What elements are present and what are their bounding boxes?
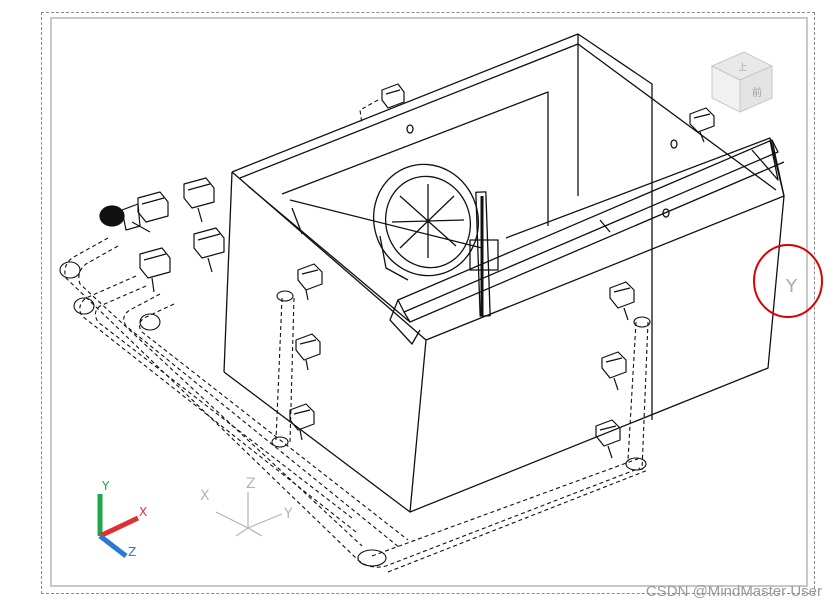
view-cube-top-label: 上 (738, 62, 747, 73)
watermark-text: CSDN @MindMaster User (645, 583, 822, 600)
ucs-x-label: X (139, 505, 147, 519)
drawing-paper-border (50, 17, 808, 587)
view-axis-y-label: Y (283, 506, 293, 522)
ucs-y-label: Y (101, 479, 110, 493)
ucs-icon: Y X Z (97, 479, 147, 559)
callout-axis-label: Y (785, 276, 798, 297)
ucs-z-label: Z (128, 545, 136, 559)
support-beam (389, 139, 785, 345)
piping-loops (64, 99, 649, 573)
pipe-elbows (59, 261, 651, 567)
valves (99, 83, 715, 459)
view-axis-z-label: Z (246, 476, 256, 492)
view-cube-side-label: 前 (752, 86, 762, 99)
view-axis-x-label: X (200, 488, 210, 504)
wheel-flange (372, 163, 499, 317)
view-cube[interactable]: 上 前 (710, 51, 774, 113)
highlight-circle (753, 244, 823, 318)
view-axes-icon: X Z Y (200, 476, 293, 537)
